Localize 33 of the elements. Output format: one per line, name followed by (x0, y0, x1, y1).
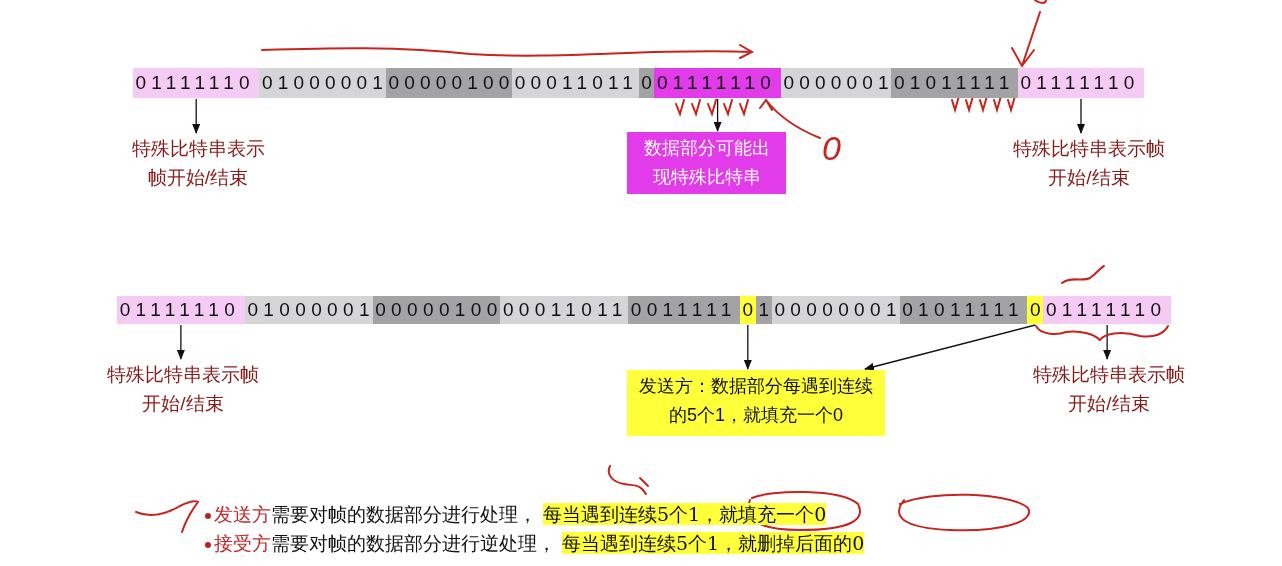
arrow (713, 98, 722, 132)
arrow (192, 98, 201, 134)
bit-segment: 0011111 (628, 296, 740, 324)
bit-segment: 00011011 (512, 68, 639, 98)
arrow (864, 324, 1036, 371)
callout-box: 数据部分可能出现特殊比特串 (627, 132, 786, 194)
flag-bits: 01111110 (1043, 296, 1171, 324)
bit-segment: 01000001 (244, 296, 373, 324)
bit-segment: 00000100 (372, 296, 501, 324)
bit-segment: 00000100 (385, 68, 513, 98)
bit-segment: 01011111 (899, 296, 1028, 324)
arrow (1103, 324, 1112, 360)
bit-segment: 0000001 (780, 68, 892, 98)
bit-segment: 01000001 (259, 68, 386, 98)
bullet-text: 发送方需要对帧的数据部分进行处理， 每当遇到连续5个1，就填充一个0 (214, 502, 827, 527)
handwritten-digit: 0 (822, 128, 841, 168)
bit-segment: 00000001 (771, 296, 900, 324)
callout-text: 特殊比特串表示帧开始/结束 (107, 360, 259, 420)
callout-text: 特殊比特串表示帧开始/结束 (1033, 360, 1185, 420)
arrow (1077, 98, 1085, 134)
bit-segment: 0 (1027, 296, 1044, 324)
callout-text: 特殊比特串表示帧开始/结束 (1013, 134, 1165, 194)
callout-box: 发送方：数据部分每遇到连续的5个1，就填充一个0 (627, 370, 885, 436)
callout-text: 特殊比特串表示帧开始/结束 (123, 134, 273, 194)
flag-bits: 01111110 (1017, 68, 1145, 98)
bit-segment: 01111110 (654, 68, 781, 98)
bullet-text: 接受方需要对帧的数据部分进行逆处理， 每当遇到连续5个1，就删掉后面的0 (214, 531, 865, 556)
flag-bits: 01111110 (133, 68, 260, 98)
arrow (743, 324, 752, 370)
bit-segment: 00011011 (500, 296, 628, 324)
flag-bits: 01111110 (117, 296, 245, 324)
bit-segment: 01011111 (891, 68, 1018, 98)
arrow (176, 324, 185, 360)
